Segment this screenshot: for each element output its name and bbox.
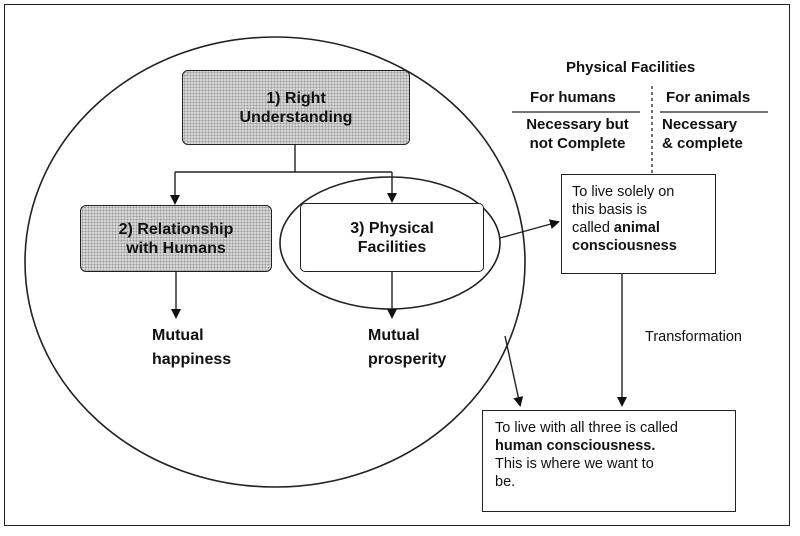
human-line3: This is where we want to (495, 456, 654, 472)
node-relationship: 2) Relationship with Humans (80, 205, 272, 272)
animal-line3-bold: animal (613, 220, 660, 236)
human-line4: be. (495, 474, 516, 490)
diagram-frame (4, 4, 790, 526)
animals-necessity-line1: Necessary (662, 116, 738, 133)
for-humans-label: For humans (530, 89, 616, 106)
animals-necessity-line2: & complete (662, 135, 743, 152)
animals-necessity: Necessary & complete (662, 115, 762, 153)
node-right-understanding: 1) Right Understanding (182, 70, 410, 145)
happiness-line2: happiness (152, 351, 232, 368)
physical-line2: Facilities (357, 238, 427, 256)
node-physical-facilities: 3) Physical Facilities (300, 203, 484, 272)
human-line2: human consciousness. (495, 437, 723, 455)
arrow-to-human-box (504, 335, 524, 407)
animal-line4-bold: consciousness (572, 238, 677, 254)
prosperity-line2: prosperity (368, 351, 447, 368)
mutual-prosperity: Mutual prosperity (368, 326, 446, 370)
animal-line1: To live solely on (572, 184, 675, 200)
right-understanding-line2: Understanding (239, 108, 353, 126)
physical-line1: 3) Physical (350, 219, 434, 237)
human-consciousness-box: To live with all three is called human c… (482, 410, 736, 512)
animal-line3-prefix: called (572, 220, 614, 236)
human-line1: To live with all three is called (495, 420, 678, 436)
for-animals-label: For animals (666, 89, 751, 106)
prosperity-line1: Mutual (368, 327, 420, 344)
transformation-label: Transformation (645, 329, 742, 345)
human-line2-bold: human consciousness. (495, 438, 656, 454)
animal-line4: consciousness (572, 237, 705, 255)
animal-consciousness-box: To live solely on this basis is called a… (561, 174, 716, 274)
relationship-line2: with Humans (126, 239, 226, 257)
relationship-line1: 2) Relationship (118, 220, 234, 238)
physical-facilities-heading: Physical Facilities (566, 59, 696, 76)
happiness-line1: Mutual (152, 327, 204, 344)
mutual-happiness: Mutual happiness (152, 326, 231, 370)
humans-necessity: Necessary but not Complete (515, 115, 640, 153)
arrow-to-animal-box (499, 219, 560, 239)
humans-necessity-line1: Necessary but (526, 116, 629, 133)
humans-necessity-line2: not Complete (529, 135, 626, 152)
animal-line3: called animal (572, 219, 705, 237)
animal-line2: this basis is (572, 202, 647, 218)
right-understanding-line1: 1) Right (266, 89, 326, 107)
outer-ellipse (24, 36, 526, 488)
